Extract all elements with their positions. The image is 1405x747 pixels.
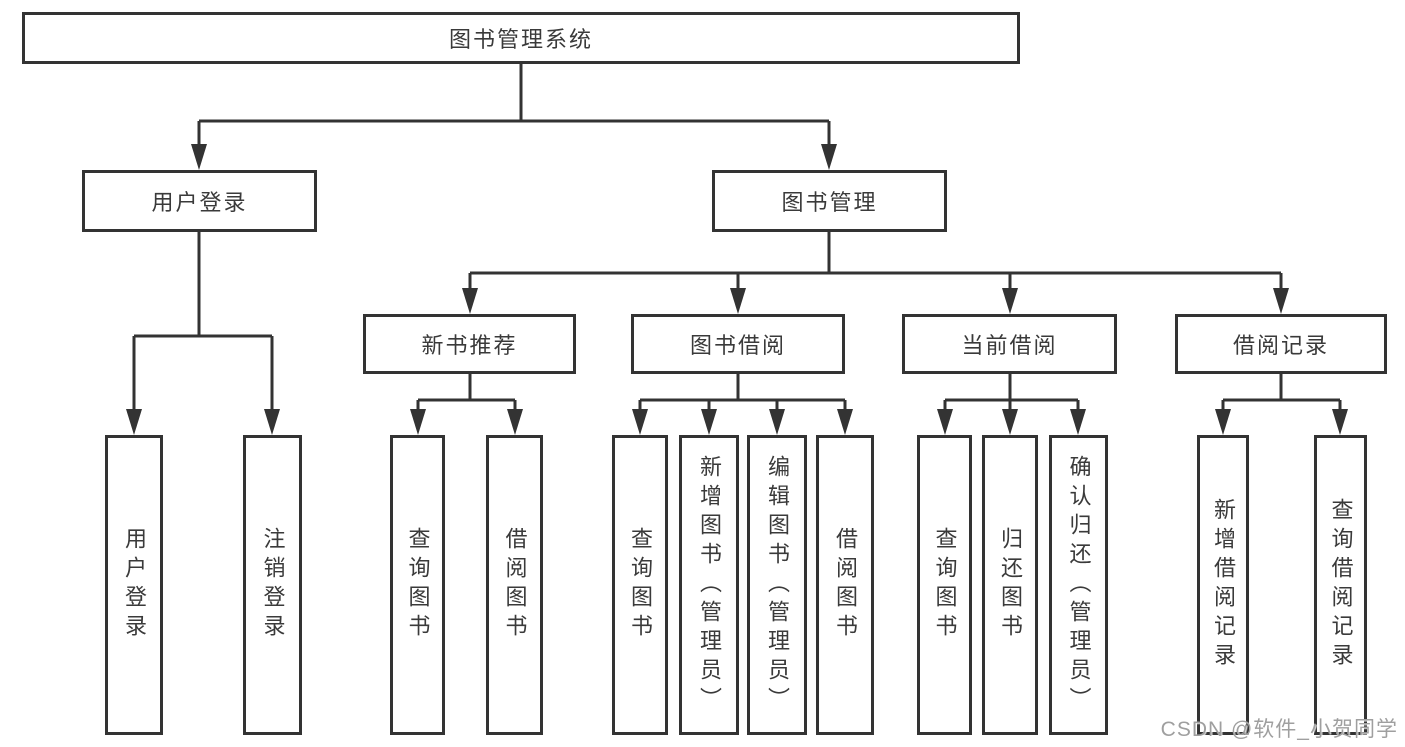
leaf-add-borrow-record: 新增借阅记录 [1197, 435, 1249, 735]
edge-root-to-branches [191, 64, 837, 170]
leaf-user-login-label: 用户登录 [122, 527, 147, 643]
node-borrow-records: 借阅记录 [1175, 314, 1387, 374]
leaf-add-books-admin: 新增图书（管理员） [679, 435, 739, 735]
leaf-recommend-borrow-books: 借阅图书 [486, 435, 543, 735]
node-book-borrowing: 图书借阅 [631, 314, 845, 374]
edge-management-to-sections [462, 232, 1289, 314]
node-borrow-records-label: 借阅记录 [1232, 333, 1329, 358]
leaf-return-books: 归还图书 [982, 435, 1038, 735]
leaf-logout-label: 注销登录 [260, 527, 286, 643]
leaf-current-query-books-label: 查询图书 [932, 527, 958, 643]
leaf-edit-books-admin: 编辑图书（管理员） [747, 435, 807, 735]
node-current-borrowing: 当前借阅 [902, 314, 1117, 374]
leaf-borrowing-query-books-label: 查询图书 [628, 527, 653, 643]
node-current-borrowing-label: 当前借阅 [961, 333, 1058, 358]
node-book-management: 图书管理 [712, 170, 947, 232]
leaf-edit-books-admin-label: 编辑图书（管理员） [765, 454, 790, 716]
leaf-recommend-borrow-books-label: 借阅图书 [502, 527, 528, 643]
node-new-book-recommend-label: 新书推荐 [421, 333, 518, 358]
node-book-borrowing-label: 图书借阅 [689, 333, 786, 358]
node-user-login-label: 用户登录 [151, 190, 248, 215]
edge-borrowing-to-leaves [632, 374, 853, 435]
leaf-recommend-query-books: 查询图书 [390, 435, 445, 735]
node-book-management-label: 图书管理 [781, 190, 878, 215]
leaf-confirm-return-admin-label: 确认归还（管理员） [1066, 454, 1092, 716]
leaf-current-query-books: 查询图书 [917, 435, 972, 735]
leaf-borrowing-query-books: 查询图书 [612, 435, 668, 735]
leaf-borrowing-borrow-books: 借阅图书 [816, 435, 874, 735]
leaf-return-books-label: 归还图书 [998, 527, 1023, 643]
csdn-watermark: CSDN @软件_小贺同学 [1160, 718, 1398, 741]
leaf-add-borrow-record-label: 新增借阅记录 [1211, 498, 1236, 672]
edge-recommend-to-leaves [410, 374, 523, 435]
node-root: 图书管理系统 [22, 12, 1020, 64]
leaf-query-borrow-record-label: 查询借阅记录 [1328, 498, 1354, 672]
leaf-user-login: 用户登录 [105, 435, 163, 735]
leaf-confirm-return-admin: 确认归还（管理员） [1049, 435, 1108, 735]
edge-login-to-leaves [126, 232, 280, 435]
leaf-borrowing-borrow-books-label: 借阅图书 [833, 527, 858, 643]
node-user-login: 用户登录 [82, 170, 317, 232]
leaf-add-books-admin-label: 新增图书（管理员） [697, 454, 722, 716]
leaf-logout: 注销登录 [243, 435, 302, 735]
edge-current-to-leaves [937, 374, 1086, 435]
node-new-book-recommend: 新书推荐 [363, 314, 576, 374]
leaf-recommend-query-books-label: 查询图书 [405, 527, 431, 643]
edge-records-to-leaves [1215, 374, 1348, 435]
leaf-query-borrow-record: 查询借阅记录 [1314, 435, 1367, 735]
node-root-label: 图书管理系统 [448, 27, 593, 52]
